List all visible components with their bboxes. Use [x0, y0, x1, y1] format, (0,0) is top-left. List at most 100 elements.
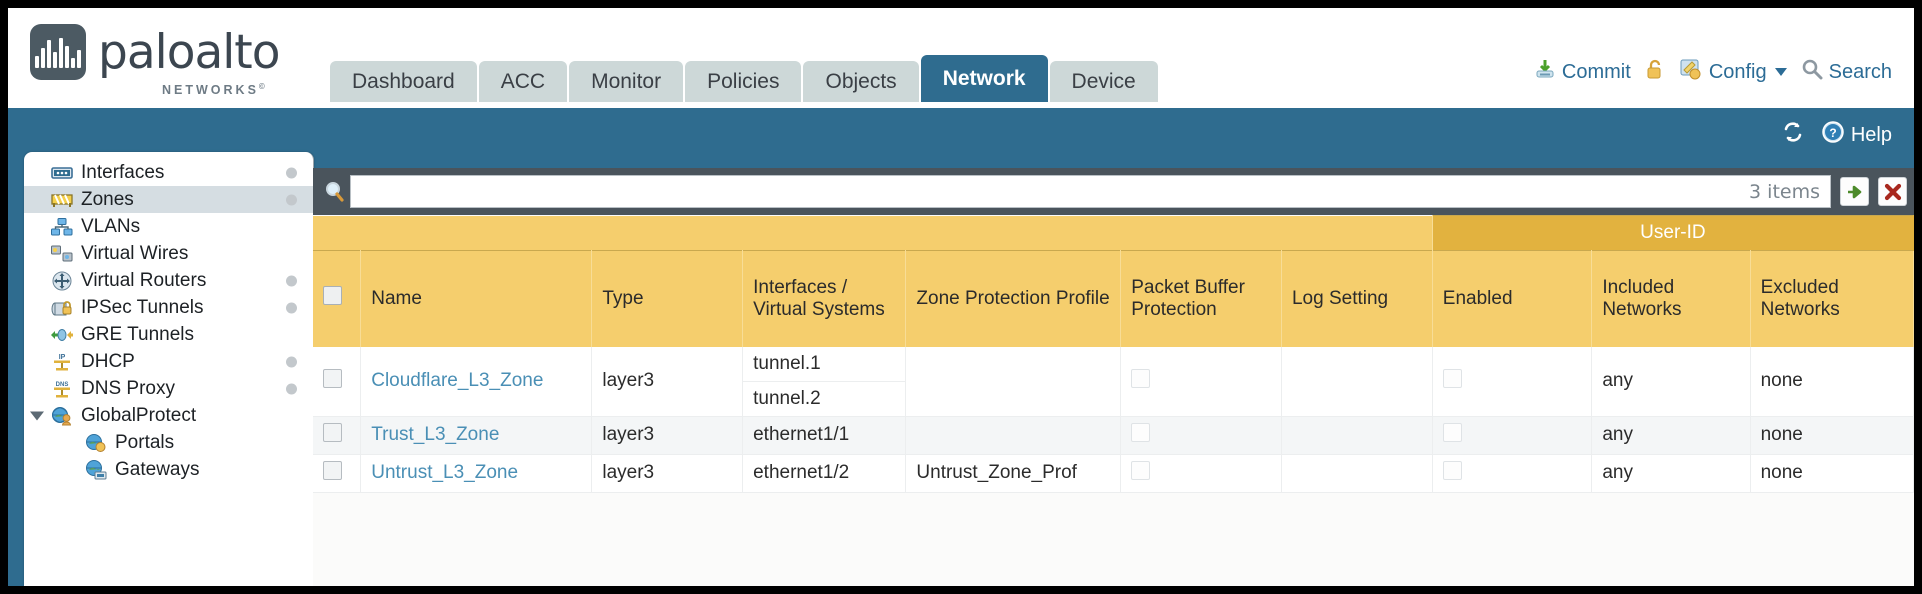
palo-alto-web-ui: paloalto NETWORKS© Dashboard ACC Monitor… — [8, 8, 1914, 586]
row-included-networks: any — [1591, 454, 1751, 493]
sidebar-item-dhcp[interactable]: IP DHCP — [24, 348, 313, 375]
svg-text:?: ? — [1829, 126, 1836, 140]
row-checkbox[interactable] — [323, 422, 342, 442]
row-name[interactable]: Trust_L3_Zone — [360, 416, 593, 455]
unlock-button[interactable] — [1645, 58, 1665, 86]
dns-proxy-icon: DNS — [50, 379, 74, 399]
tab-policies[interactable]: Policies — [685, 61, 802, 102]
svg-text:DNS: DNS — [56, 382, 69, 388]
col-included-networks[interactable]: Included Networks — [1591, 250, 1751, 347]
tab-network[interactable]: Network — [920, 55, 1048, 102]
row-interface: ethernet1/2 — [742, 454, 907, 493]
apply-filter-button[interactable] — [1840, 177, 1869, 206]
row-included-networks: any — [1591, 416, 1751, 455]
refresh-button[interactable] — [1781, 120, 1805, 150]
row-excluded-networks: none — [1750, 416, 1914, 455]
sidebar-item-label: IPSec Tunnels — [81, 296, 204, 318]
header-actions: Commit Config — [1534, 58, 1892, 86]
status-dot — [286, 194, 297, 205]
sidebar-item-virtual-routers[interactable]: Virtual Routers — [24, 267, 313, 294]
tab-objects[interactable]: Objects — [803, 61, 919, 102]
packet-buffer-checkbox[interactable] — [1131, 422, 1151, 442]
sidebar-item-gre-tunnels[interactable]: GRE Tunnels — [24, 321, 313, 348]
brand-logo[interactable]: paloalto NETWORKS© — [30, 24, 280, 97]
select-all-checkbox[interactable] — [323, 286, 342, 306]
col-enabled[interactable]: Enabled — [1432, 250, 1593, 347]
brand-sub: NETWORKS© — [162, 82, 268, 97]
col-type[interactable]: Type — [591, 250, 744, 347]
chevron-down-icon[interactable] — [1774, 68, 1787, 76]
row-excluded-networks: none — [1750, 346, 1914, 417]
packet-buffer-checkbox[interactable] — [1131, 368, 1151, 388]
col-packet-buffer-protection[interactable]: Packet Buffer Protection — [1120, 250, 1282, 347]
row-interface: tunnel.1 — [742, 346, 907, 382]
search-input[interactable]: 3 items — [350, 175, 1831, 208]
col-log-setting[interactable]: Log Setting — [1281, 250, 1433, 347]
network-sidebar: Interfaces Zones VLANs Vir — [24, 152, 314, 586]
row-select-cell[interactable] — [313, 454, 362, 493]
userid-enabled-checkbox[interactable] — [1442, 422, 1462, 442]
gateways-icon — [84, 459, 108, 480]
sidebar-item-ipsec-tunnels[interactable]: IPSec Tunnels — [24, 294, 313, 321]
table-row[interactable]: Untrust_L3_Zone layer3 ethernet1/2 Untru… — [313, 454, 1914, 493]
row-type: layer3 — [591, 454, 744, 493]
tab-device[interactable]: Device — [1049, 61, 1158, 102]
row-zone-protection-profile: Untrust_Zone_Prof — [905, 454, 1122, 493]
tab-monitor[interactable]: Monitor — [569, 61, 684, 102]
table-row[interactable]: Cloudflare_L3_Zone layer3 tunnel.1 any n… — [313, 346, 1914, 417]
group-header-userid: User-ID — [1432, 215, 1914, 251]
search-magnifier-icon[interactable] — [320, 180, 350, 204]
sidebar-item-gateways[interactable]: Gateways — [24, 456, 313, 483]
table-body: Cloudflare_L3_Zone layer3 tunnel.1 any n… — [313, 346, 1914, 493]
userid-enabled-checkbox[interactable] — [1442, 460, 1462, 480]
gre-tunnels-icon — [50, 325, 74, 345]
col-excluded-networks[interactable]: Excluded Networks — [1750, 250, 1914, 347]
sidebar-item-dns-proxy[interactable]: DNS DNS Proxy — [24, 375, 313, 402]
row-userid-enabled[interactable] — [1432, 454, 1593, 493]
row-userid-enabled[interactable] — [1432, 416, 1593, 455]
sidebar-item-portals[interactable]: Portals — [24, 429, 313, 456]
packet-buffer-checkbox[interactable] — [1131, 460, 1151, 480]
clear-filter-button[interactable] — [1878, 177, 1907, 206]
tab-dashboard[interactable]: Dashboard — [330, 61, 477, 102]
sidebar-item-label: Virtual Wires — [81, 242, 189, 264]
brand-sub-text: NETWORKS — [162, 83, 259, 98]
row-name[interactable]: Cloudflare_L3_Zone — [360, 346, 593, 417]
table-row-continuation[interactable]: tunnel.2 — [313, 381, 1914, 417]
chevron-down-icon[interactable] — [30, 411, 44, 420]
clear-x-icon — [1884, 183, 1901, 200]
config-button[interactable]: Config — [1679, 58, 1787, 86]
row-zone-protection-profile — [905, 416, 1122, 455]
sidebar-item-interfaces[interactable]: Interfaces — [24, 159, 313, 186]
commit-button[interactable]: Commit — [1534, 58, 1631, 86]
help-button[interactable]: ? Help — [1821, 120, 1892, 150]
col-interfaces-virtual-systems[interactable]: Interfaces / Virtual Systems — [742, 250, 907, 347]
row-type: layer3 — [591, 416, 744, 455]
status-dot — [286, 167, 297, 178]
sidebar-item-virtual-wires[interactable]: Virtual Wires — [24, 240, 313, 267]
row-userid-enabled[interactable] — [1432, 346, 1593, 417]
row-checkbox[interactable] — [323, 460, 342, 480]
sidebar-item-vlans[interactable]: VLANs — [24, 213, 313, 240]
col-zone-protection-profile[interactable]: Zone Protection Profile — [905, 250, 1122, 347]
row-select-cell[interactable] — [313, 346, 362, 417]
row-select-cell[interactable] — [313, 416, 362, 455]
row-checkbox[interactable] — [323, 368, 342, 388]
refresh-icon — [1781, 120, 1805, 150]
userid-enabled-checkbox[interactable] — [1442, 368, 1462, 388]
row-name[interactable]: Untrust_L3_Zone — [360, 454, 593, 493]
table-row[interactable]: Trust_L3_Zone layer3 ethernet1/1 any non… — [313, 416, 1914, 455]
col-name[interactable]: Name — [360, 250, 593, 347]
zones-table-wrapper: User-ID Name Type Interfaces / Virtual S… — [313, 215, 1914, 586]
tab-acc[interactable]: ACC — [478, 61, 568, 102]
row-packet-buffer-protection[interactable] — [1120, 346, 1282, 417]
sidebar-item-globalprotect[interactable]: GlobalProtect — [24, 402, 313, 429]
search-label: Search — [1828, 60, 1892, 83]
sidebar-list: Interfaces Zones VLANs Vir — [24, 152, 313, 483]
sidebar-item-zones[interactable]: Zones — [24, 186, 313, 213]
select-all-header[interactable] — [313, 250, 362, 347]
search-button[interactable]: Search — [1801, 58, 1892, 86]
row-packet-buffer-protection[interactable] — [1120, 454, 1282, 493]
apply-arrow-icon — [1847, 185, 1861, 198]
row-packet-buffer-protection[interactable] — [1120, 416, 1282, 455]
